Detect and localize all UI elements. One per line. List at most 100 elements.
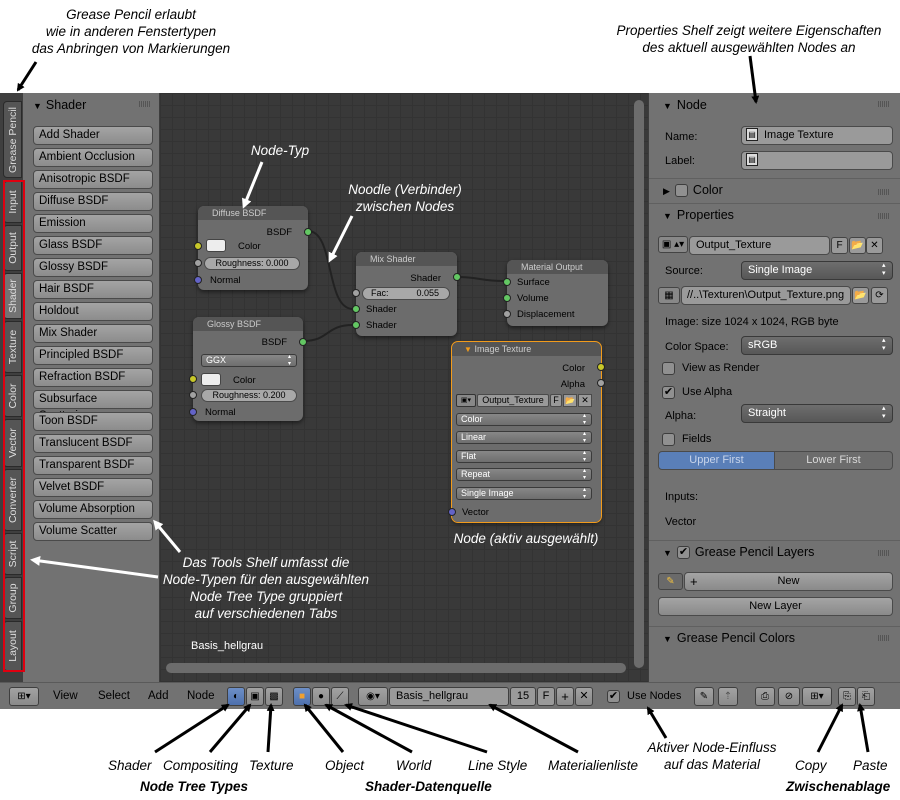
vector-socket[interactable] [448,508,456,516]
output-socket[interactable] [304,228,312,236]
horizontal-scrollbar[interactable] [166,663,626,673]
upper-first-toggle[interactable]: Upper First [658,451,775,470]
volume-absorption-button[interactable]: Volume Absorption [33,500,153,519]
menu-node[interactable]: Node [187,690,215,702]
world-icon[interactable]: ● [312,687,330,706]
view-as-render-checkbox[interactable] [662,362,675,375]
compositing-tree-icon[interactable]: ▣ [246,687,264,706]
material-browse-icon[interactable]: ◉▾ [358,687,388,706]
transparent-bsdf-button[interactable]: Transparent BSDF [33,456,153,475]
drag-grip-icon[interactable] [139,101,151,107]
image-texture-node[interactable]: ▼ Image Texture Color Alpha ▣▾ Output_Te… [448,341,605,523]
volume-scatter-button[interactable]: Volume Scatter [33,522,153,541]
editor-type-icon[interactable]: ⊞▾ [9,687,39,706]
snap-element-icon[interactable]: ⊞▾ [802,687,832,706]
shader-input-socket[interactable] [352,321,360,329]
normal-socket[interactable] [194,276,202,284]
copy-icon[interactable]: ⎘ [838,687,856,706]
menu-select[interactable]: Select [98,690,130,702]
image-browse-icon[interactable]: ▣ ▴▾ [658,236,688,253]
distribution-dropdown[interactable]: GGX [201,354,297,368]
fake-user-button[interactable]: F [550,394,562,407]
color-swatch[interactable] [206,239,226,252]
color-dropdown[interactable]: Color [456,413,592,427]
node-header[interactable]: ▼ Image Texture [452,342,601,356]
parent-icon[interactable]: ⇡ [718,687,738,706]
gp-layers-panel-header[interactable]: ▼✔Grease Pencil Layers [649,540,900,562]
shader-tree-icon[interactable]: ◐ [227,687,245,706]
fake-user-button[interactable]: F [831,237,848,254]
shader-input-socket[interactable] [352,305,360,313]
surface-socket[interactable] [503,278,511,286]
anisotropic-bsdf-button[interactable]: Anisotropic BSDF [33,170,153,189]
diffuse-bsdf-button[interactable]: Diffuse BSDF [33,192,153,211]
roughness-field[interactable]: Roughness: 0.200 [201,389,297,402]
texture-tree-icon[interactable]: ▩ [265,687,283,706]
image-name-field[interactable]: Output_Texture [689,236,830,255]
new-gp-button[interactable]: +New [684,572,893,591]
color-swatch[interactable] [201,373,221,386]
lower-first-toggle[interactable]: Lower First [774,451,893,470]
node-header[interactable]: Mix Shader [356,252,457,266]
drag-grip-icon[interactable] [878,101,890,107]
roughness-socket[interactable] [194,259,202,267]
line-style-icon[interactable]: ⟋ [331,687,349,706]
glossy-bsdf-button[interactable]: Glossy BSDF [33,258,153,277]
roughness-field[interactable]: Roughness: 0.000 [204,257,300,270]
output-socket[interactable] [299,338,307,346]
node-header[interactable]: Diffuse BSDF [198,206,308,220]
new-layer-button[interactable]: New Layer [658,597,893,616]
roughness-socket[interactable] [189,391,197,399]
alpha-output-socket[interactable] [597,379,605,387]
fac-socket[interactable] [352,289,360,297]
emission-button[interactable]: Emission [33,214,153,233]
principled-bsdf-button[interactable]: Principled BSDF [33,346,153,365]
color-panel-header[interactable]: ▶Color [649,178,900,200]
close-icon[interactable]: ✕ [866,237,883,254]
source-dropdown[interactable]: Single Image [741,261,893,280]
glass-bsdf-button[interactable]: Glass BSDF [33,236,153,255]
use-alpha-checkbox[interactable]: ✔ [662,386,675,399]
hair-bsdf-button[interactable]: Hair BSDF [33,280,153,299]
close-icon[interactable]: ✕ [578,394,592,407]
paste-icon[interactable]: ⎗ [857,687,875,706]
mix-shader-node[interactable]: Mix Shader Shader Fac:0.055 Shader Shade… [352,252,461,336]
name-field[interactable]: ▤Image Texture [741,126,893,145]
menu-add[interactable]: Add [148,690,169,702]
drag-grip-icon[interactable] [878,213,890,219]
drag-grip-icon[interactable] [878,635,890,641]
object-icon[interactable]: ■ [293,687,311,706]
fake-user-button[interactable]: F [537,687,555,706]
diffuse-bsdf-node[interactable]: Diffuse BSDF BSDF Color Roughness: 0.000… [194,206,312,290]
unlink-icon[interactable]: ✕ [575,687,593,706]
node-panel-header[interactable]: ▼Node [649,94,900,116]
open-folder-icon[interactable]: 📂 [852,287,869,304]
source-dropdown[interactable]: Single Image [456,487,592,501]
vertical-scrollbar[interactable] [634,100,644,668]
refraction-bsdf-button[interactable]: Refraction BSDF [33,368,153,387]
extension-dropdown[interactable]: Repeat [456,468,592,482]
open-folder-icon[interactable]: 📂 [849,237,866,254]
color-output-socket[interactable] [597,363,605,371]
material-users-count[interactable]: 15 [510,687,536,706]
node-header[interactable]: Glossy BSDF [193,317,303,331]
properties-panel-header[interactable]: ▼Properties [649,203,900,225]
label-field[interactable]: ▤ [741,151,893,170]
use-nodes-checkbox[interactable]: ✔ [607,690,620,703]
output-socket[interactable] [453,273,461,281]
colorspace-dropdown[interactable]: sRGB [741,336,893,355]
node-header[interactable]: Material Output [507,260,608,274]
color-checkbox[interactable] [674,184,688,198]
toon-bsdf-button[interactable]: Toon BSDF [33,412,153,431]
material-output-node[interactable]: Material Output Surface Volume Displacem… [503,260,608,326]
snap-icon[interactable]: ⊘ [778,687,800,706]
fields-checkbox[interactable] [662,433,675,446]
translucent-bsdf-button[interactable]: Translucent BSDF [33,434,153,453]
projection-dropdown[interactable]: Flat [456,450,592,464]
image-browse-icon[interactable]: ▣▾ [456,394,476,407]
tools-panel-header[interactable]: ▼Shader [23,94,159,116]
interpolation-dropdown[interactable]: Linear [456,431,592,445]
drag-grip-icon[interactable] [878,550,890,556]
filepath-field[interactable]: //..\Texturen\Output_Texture.png [681,286,851,305]
collapse-triangle-icon[interactable]: ▼ [464,345,472,354]
